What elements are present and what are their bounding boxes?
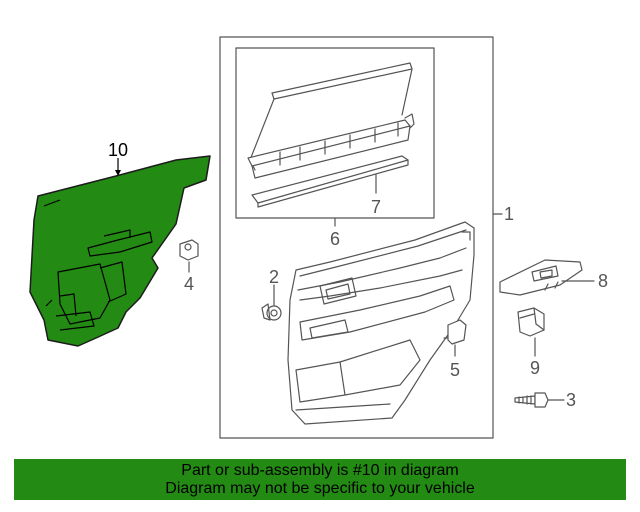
callout-2: 2 (269, 267, 279, 287)
assembly-frame (219, 36, 494, 439)
info-banner: Part or sub-assembly is #10 in diagram D… (14, 459, 626, 500)
door-trim-panel-part (287, 221, 475, 425)
molding-strip-part (251, 155, 409, 208)
banner-line-2: Diagram may not be specific to your vehi… (165, 480, 475, 497)
banner-line-1: Part or sub-assembly is #10 in diagram (181, 462, 459, 479)
callout-4: 4 (184, 274, 194, 294)
callout-6: 6 (330, 229, 340, 249)
screw-part (514, 392, 549, 408)
window-switch-part (517, 307, 545, 337)
callout-10: 10 (108, 140, 128, 160)
callout-3: 3 (566, 390, 576, 410)
callout-5: 5 (450, 360, 460, 380)
clip-part (261, 303, 282, 321)
callout-7: 7 (371, 197, 381, 217)
switch-bezel-part (499, 259, 583, 296)
cover-part (443, 319, 467, 345)
sunshade-part (247, 62, 415, 179)
insulator-panel-part-10 (29, 155, 211, 347)
callout-8: 8 (598, 271, 608, 291)
callout-1: 1 (504, 204, 514, 224)
callout-9: 9 (530, 358, 540, 378)
retainer-clip-part (179, 239, 199, 261)
